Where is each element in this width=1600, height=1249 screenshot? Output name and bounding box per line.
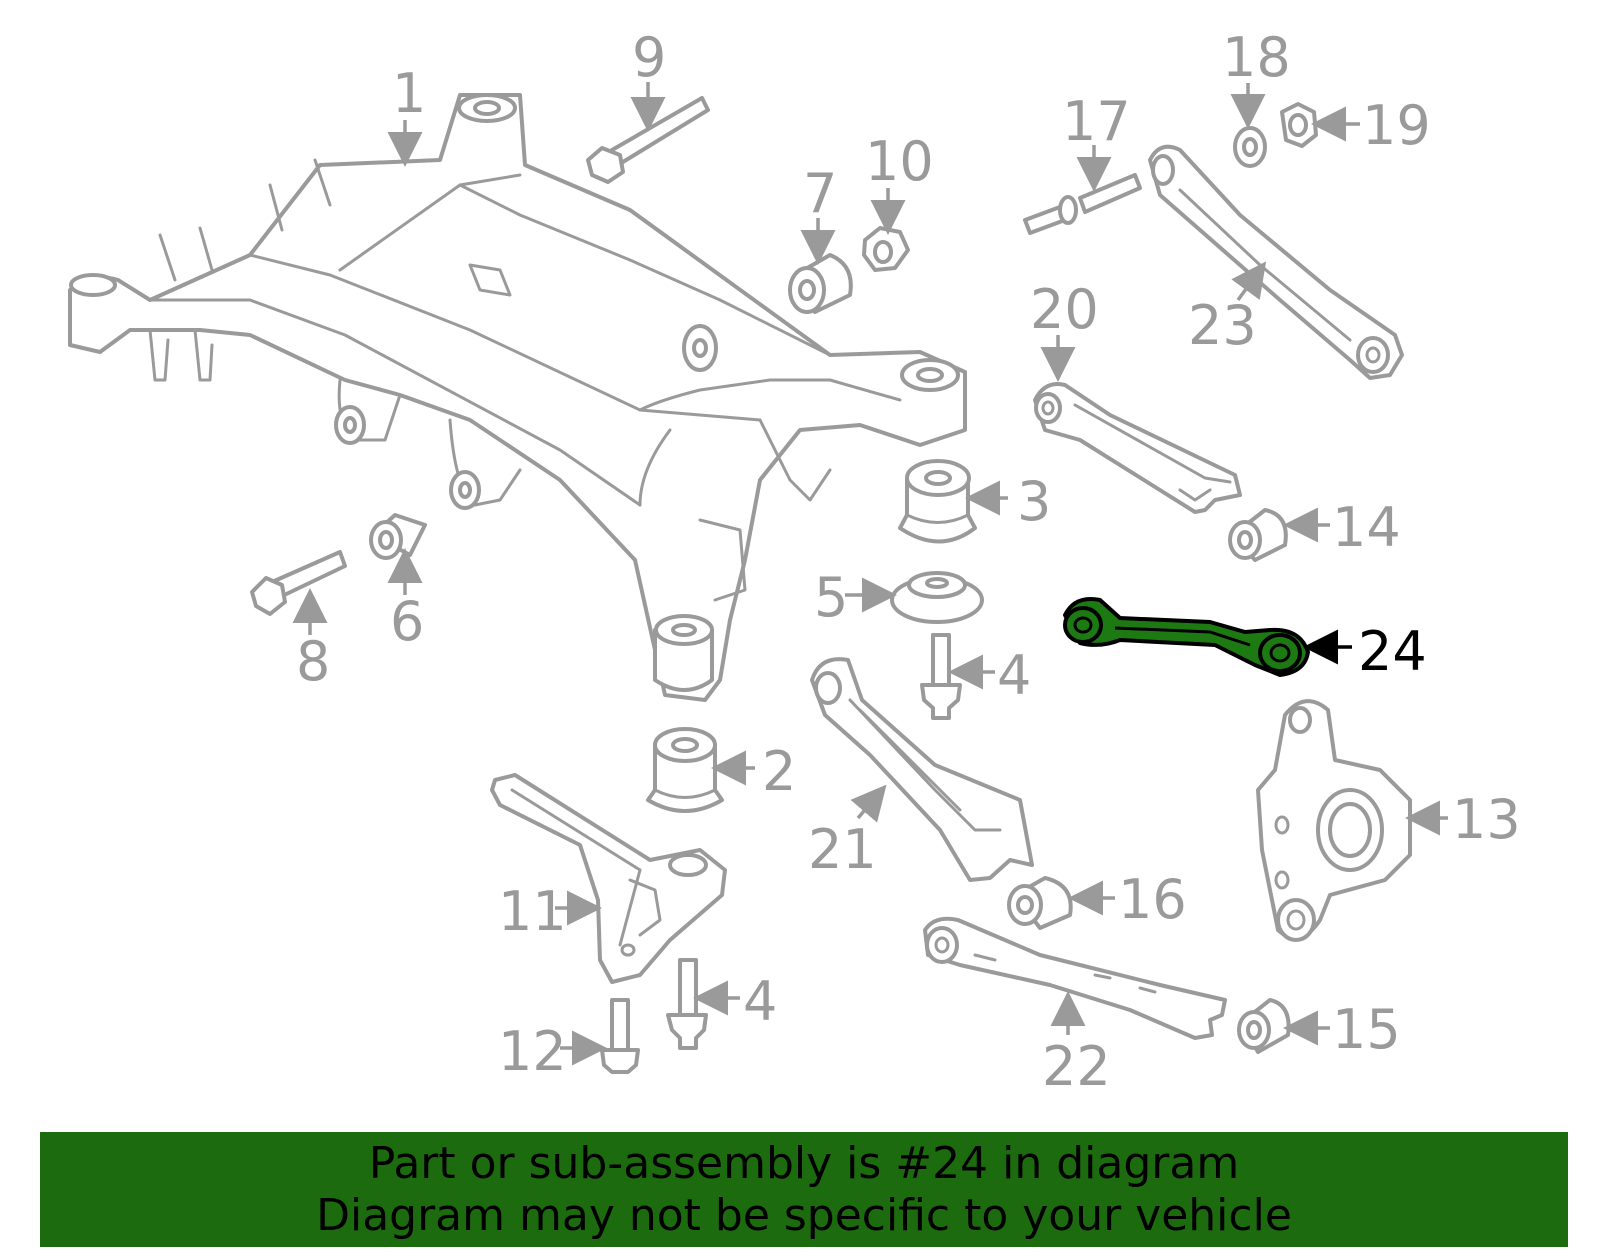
callout-21: 21 (808, 818, 877, 881)
callout-8: 8 (296, 630, 330, 693)
callout-12: 12 (498, 1020, 567, 1083)
callout-5: 5 (814, 566, 848, 629)
part-7-bushing (788, 253, 853, 314)
part-16-bushing (1007, 876, 1073, 930)
callout-4-upper: 4 (997, 644, 1031, 707)
part-17-bolt (1023, 173, 1142, 235)
callout-arrows (292, 82, 1448, 1066)
part-23-arm (1148, 144, 1404, 380)
part-14-bushing (1228, 508, 1288, 562)
callout-14: 14 (1332, 496, 1401, 559)
callout-2: 2 (762, 740, 796, 803)
part-18-washer (1233, 126, 1267, 168)
callout-20: 20 (1030, 278, 1099, 341)
parts-diagram: 1 2 3 4 4 5 6 7 8 9 10 11 12 13 14 15 16… (68, 26, 1521, 1098)
callout-23: 23 (1188, 294, 1257, 357)
callout-6: 6 (390, 590, 424, 653)
callout-22: 22 (1042, 1035, 1111, 1098)
part-13-knuckle (1256, 699, 1412, 942)
callout-3: 3 (1017, 470, 1051, 533)
part-4-bolt-lower (666, 958, 708, 1050)
callout-1: 1 (392, 62, 426, 125)
part-3-bushing (898, 459, 977, 544)
callout-24-highlighted: 24 (1358, 620, 1427, 683)
banner-line-disclaimer: Diagram may not be specific to your vehi… (316, 1189, 1292, 1241)
callout-19: 19 (1362, 94, 1431, 157)
part-8-bolt (250, 550, 347, 616)
callout-18: 18 (1222, 26, 1291, 89)
part-2-bushing (646, 727, 724, 813)
part-6-bushing (369, 513, 427, 560)
callout-10: 10 (865, 130, 934, 193)
callout-17: 17 (1062, 90, 1131, 153)
info-banner: Part or sub-assembly is #24 in diagram D… (40, 1132, 1568, 1247)
part-24-link-highlighted (1063, 597, 1310, 677)
callout-11: 11 (498, 880, 567, 943)
part-12-bolt (600, 998, 640, 1074)
part-5-washer (890, 571, 984, 624)
part-11-mount (490, 773, 727, 984)
banner-line-part-number: Part or sub-assembly is #24 in diagram (368, 1137, 1240, 1189)
callout-15: 15 (1332, 998, 1401, 1061)
callout-4-lower: 4 (743, 970, 777, 1033)
callout-13: 13 (1452, 788, 1521, 851)
callout-16: 16 (1118, 868, 1187, 931)
callout-9: 9 (632, 26, 666, 89)
part-10-nut (862, 226, 910, 272)
part-1-subframe (68, 93, 967, 702)
part-19-nut (1280, 102, 1318, 148)
part-15-bushing (1237, 998, 1291, 1054)
part-22-arm (923, 916, 1227, 1040)
callout-labels: 1 2 3 4 4 5 6 7 8 9 10 11 12 13 14 15 16… (296, 26, 1521, 1098)
callout-7: 7 (803, 162, 837, 225)
part-4-bolt-upper (920, 633, 962, 720)
part-20-arm (1033, 382, 1242, 514)
part-21-arm (810, 657, 1034, 882)
